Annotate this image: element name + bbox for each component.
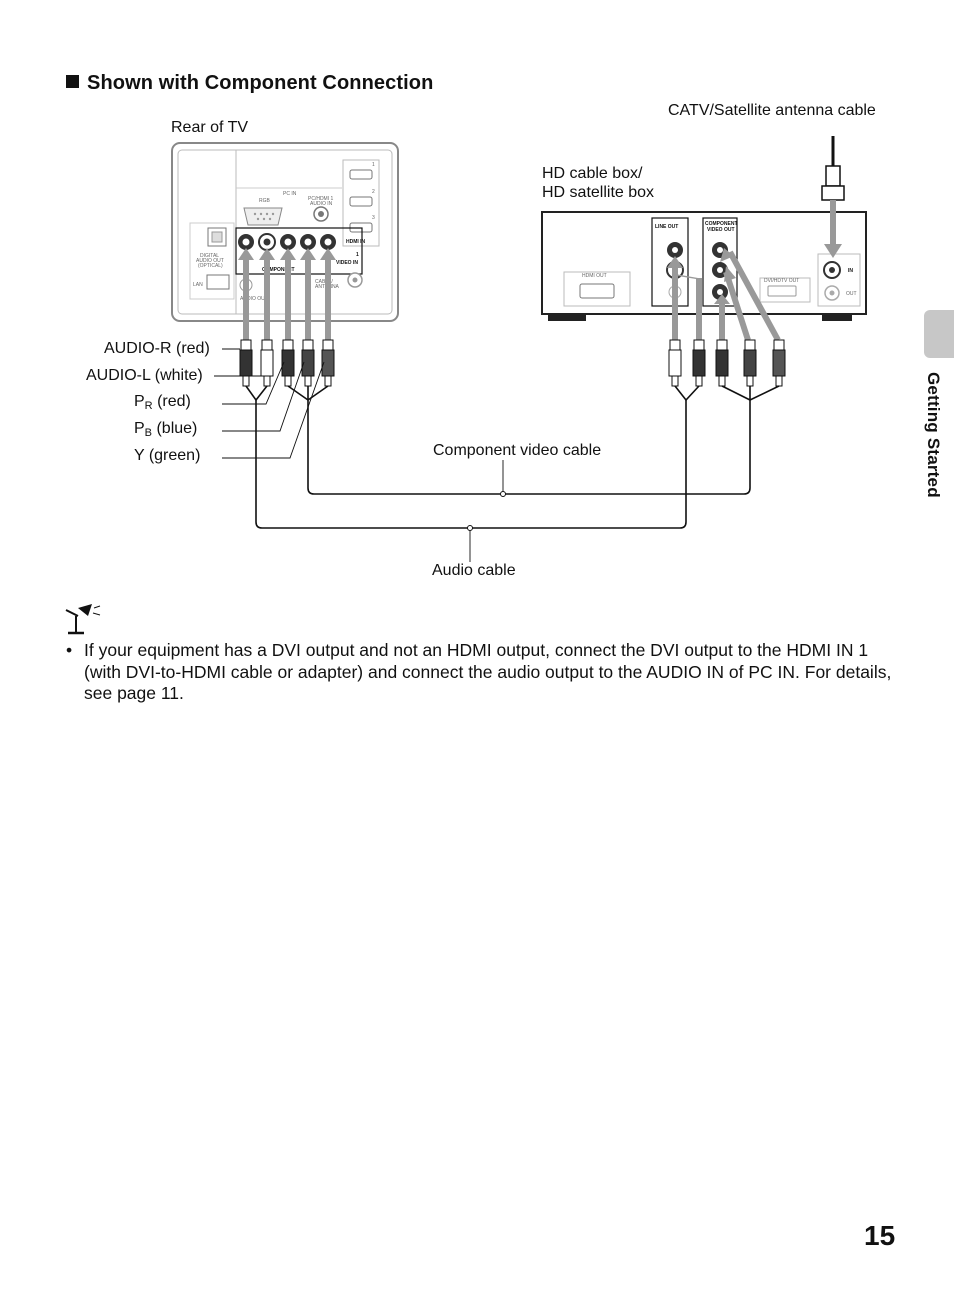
svg-text:1: 1 — [356, 252, 359, 258]
antenna-cable-label: CATV/Satellite antenna cable — [668, 102, 876, 119]
tv-plug-arrows — [238, 248, 336, 340]
svg-text:3: 3 — [372, 215, 375, 221]
hd-box-label-line1: HD cable box/ — [542, 165, 643, 182]
tv-cable-label: CABLE/ — [315, 279, 333, 285]
audio-r-label: AUDIO-R (red) — [104, 340, 210, 357]
tv-video-in-label: VIDEO IN — [336, 260, 358, 266]
hd-box-label-line2: HD satellite box — [542, 184, 655, 201]
note-text: If your equipment has a DVI output and n… — [84, 640, 892, 703]
hd-box-panel: HDMI OUT LINE OUT COMPONENT VIDEO OUT DV… — [541, 211, 867, 321]
rgb-port — [243, 207, 283, 226]
box-line-out-label: LINE OUT — [655, 224, 678, 230]
tv-component-label: COMPONENT — [262, 267, 295, 273]
box-plug-arrows — [667, 248, 781, 342]
side-tab — [924, 310, 954, 358]
audio-cable-label: Audio cable — [432, 562, 516, 579]
pr-subscript: R — [144, 400, 153, 412]
section-heading-text: Shown with Component Connection — [87, 72, 434, 94]
square-bullet-icon — [66, 75, 79, 88]
box-component-label-1: COMPONENT — [705, 221, 738, 227]
page-number: 15 — [864, 1220, 896, 1251]
svg-text:2: 2 — [372, 189, 375, 195]
pr-color: (red) — [152, 393, 191, 410]
antenna-cable — [821, 136, 845, 258]
tv-digital-label: DIGITAL — [200, 253, 219, 259]
side-tab-label: Getting Started — [924, 372, 943, 498]
section-heading: Shown with Component Connection — [66, 72, 433, 95]
box-dvi-label: DVI/HDTV OUT — [764, 278, 799, 284]
lan-port — [206, 274, 230, 290]
audio-l-label: AUDIO-L (white) — [86, 367, 203, 384]
box-in-label: IN — [848, 268, 853, 274]
y-green-label: Y (green) — [134, 447, 201, 464]
note-item: • If your equipment has a DVI output and… — [66, 640, 906, 705]
note-bullet: • — [66, 640, 73, 660]
pb-subscript: B — [144, 427, 153, 439]
tv-component-jacks — [238, 233, 336, 251]
tv-rear-panel: PC IN RGB PC/HDMI 1 AUDIO IN 1 2 3 HDMI IN… — [171, 142, 399, 322]
tv-hdmi-in-label: HDMI IN — [346, 239, 366, 245]
tv-rgb-label: RGB — [259, 198, 271, 204]
box-component-label-2: VIDEO OUT — [707, 227, 735, 233]
pr-letter: P — [134, 393, 145, 410]
tv-audio-out2-label: AUDIO OUT — [240, 296, 268, 302]
pr-label: PR (red) — [134, 391, 191, 412]
box-hdmi-out-label: HDMI OUT — [582, 273, 607, 279]
note-lamp-icon — [65, 604, 101, 635]
tv-hdmi-ports — [349, 169, 373, 233]
tv-pc-in-label: PC IN — [283, 191, 297, 197]
tv-audio-in-label: AUDIO IN — [310, 201, 333, 207]
box-hdmi-port — [579, 283, 615, 299]
tv-audio-out-label: AUDIO OUT — [196, 258, 224, 264]
tv-optical-label: (OPTICAL) — [198, 263, 223, 269]
connection-diagram: PC IN RGB PC/HDMI 1 AUDIO IN 1 2 3 HDMI IN… — [171, 136, 867, 562]
box-rca-plugs — [668, 339, 786, 387]
pb-label: PB (blue) — [134, 418, 197, 439]
box-out-label: OUT — [846, 291, 857, 297]
tv-lan-label: LAN — [193, 282, 203, 288]
pb-letter: P — [134, 420, 145, 437]
rear-of-tv-label: Rear of TV — [171, 119, 249, 136]
tv-pc-hdmi-label: PC/HDMI 1 — [308, 196, 334, 202]
label-leader-lines — [214, 348, 504, 562]
tv-rca-plugs — [239, 339, 335, 387]
pb-color: (blue) — [152, 420, 198, 437]
svg-text:1: 1 — [372, 162, 375, 168]
component-cable-label: Component video cable — [433, 442, 602, 459]
